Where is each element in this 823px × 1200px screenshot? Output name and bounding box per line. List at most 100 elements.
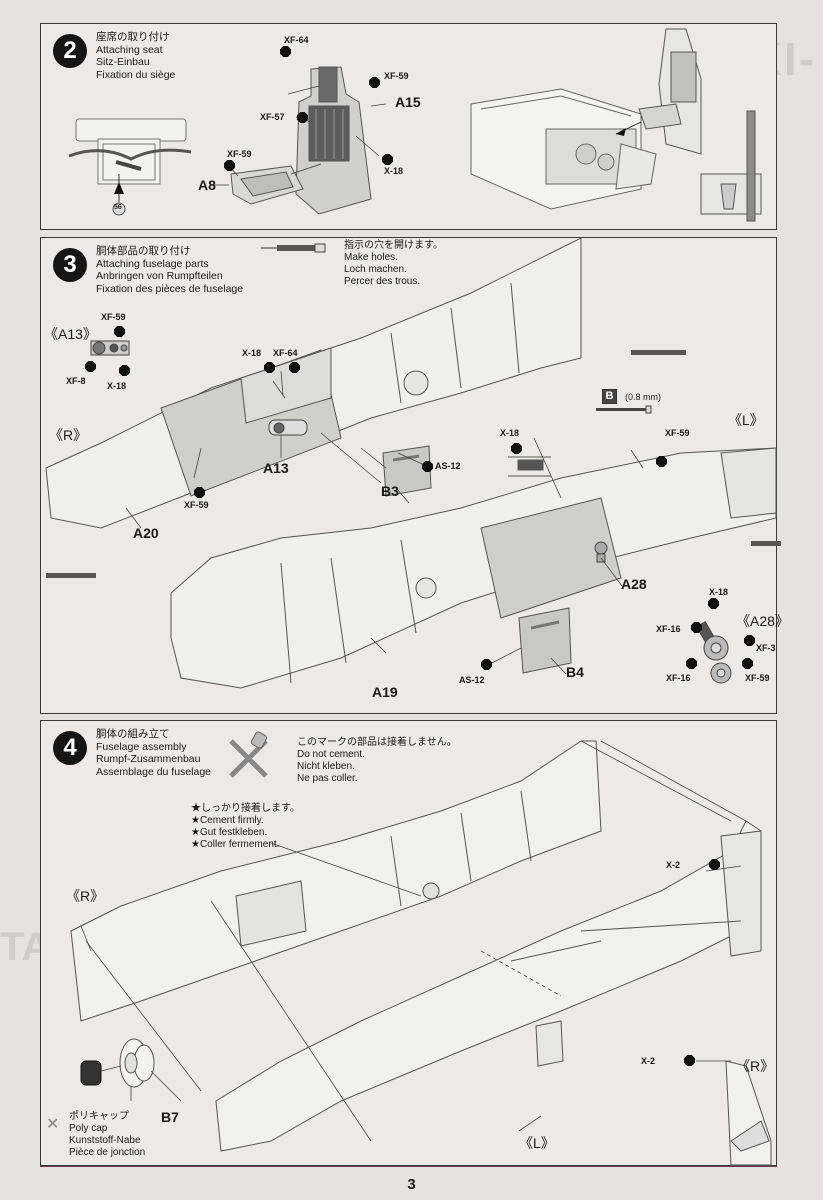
- fuselage-right-half: [46, 238, 581, 528]
- paint-label: AS-12: [459, 675, 485, 685]
- paint-dot-icon: [709, 859, 720, 870]
- step-4-panel: 4 胴体の組み立て Fuselage assembly Rumpf-Zusamm…: [40, 720, 777, 1166]
- note-jp: 指示の穴を開けます。: [344, 240, 443, 251]
- drill-bit-icon: [261, 244, 325, 252]
- paint-dot-icon: [194, 487, 205, 498]
- seat-pan-part: [231, 166, 303, 204]
- note-de: ★Gut festkleben.: [191, 827, 268, 838]
- fuselage-left-half: [171, 448, 776, 688]
- paint-dot-icon: [369, 77, 380, 88]
- paint-dot-icon: [684, 1055, 695, 1066]
- paint-dot-icon: [224, 160, 235, 171]
- no-cement-icon: [231, 731, 268, 776]
- title-jp: 胴体部品の取り付け: [96, 245, 191, 257]
- paint-dot-icon: [280, 46, 291, 57]
- fuselage-assembly-diagram: [41, 721, 776, 1165]
- title-en: Attaching fuselage parts: [96, 257, 209, 270]
- fuselage-parts-diagram: [41, 238, 781, 713]
- part-label: A19: [372, 684, 398, 700]
- seat-back-part: [296, 67, 371, 214]
- detail-label-a13: 《A13》: [44, 326, 97, 342]
- note-en: ★Cement firmly.: [191, 815, 264, 826]
- decal-ref: 56: [114, 204, 122, 211]
- paint-label: XF-57: [260, 112, 285, 122]
- a13-part: [269, 420, 307, 435]
- drill-bit-icon: [46, 350, 781, 578]
- title-de: Rumpf-Zusammenbau: [96, 753, 201, 765]
- poly-cap-part: [81, 1061, 101, 1085]
- paint-dot-icon: [708, 598, 719, 609]
- a28-part: [595, 542, 607, 562]
- part-label: A20: [133, 525, 159, 541]
- paint-label: XF-8: [66, 376, 86, 386]
- drill-note: 指示の穴を開けます。 Make holes. Loch machen. Perc…: [344, 240, 443, 288]
- paint-dot-icon: [114, 326, 125, 337]
- page-footer-rule: [40, 1166, 777, 1167]
- paint-label: X-2: [641, 1056, 656, 1066]
- seat-installed: [639, 29, 701, 154]
- drill-size-badge: B: [602, 389, 617, 404]
- fuselage-right-half: [71, 741, 601, 1021]
- paint-label: XF-59: [101, 312, 126, 322]
- paint-label: XF-64: [284, 35, 309, 45]
- b7-part: [120, 1039, 154, 1087]
- step-title: 胴体の組み立て Fuselage assembly Rumpf-Zusammen…: [96, 728, 211, 778]
- side-label-left: 《L》: [728, 412, 764, 428]
- title-jp: 座席の取り付け: [96, 31, 170, 43]
- paint-label: X-18: [709, 587, 729, 597]
- no-cement-note: このマークの部品は接着しません。 Do not cement. Nicht kl…: [297, 737, 457, 785]
- paint-label: XF-59: [184, 500, 209, 510]
- note-jp: ポリキャップ: [69, 1111, 129, 1122]
- paint-dot-icon: [85, 361, 96, 372]
- paint-dot-icon: [382, 154, 393, 165]
- paint-dot-icon: [656, 456, 667, 467]
- a28-detail-part: [697, 622, 731, 683]
- paint-dot-icon: [422, 461, 433, 472]
- step-number-badge: 4: [53, 731, 87, 765]
- step-title: 座席の取り付け Attaching seat Sitz-Einbau Fixat…: [96, 31, 175, 81]
- side-label-right-detail: 《R》: [736, 1058, 775, 1074]
- title-en: Fuselage assembly: [96, 740, 187, 753]
- side-label-left: 《L》: [519, 1135, 555, 1151]
- step-title: 胴体部品の取り付け Attaching fuselage parts Anbri…: [96, 245, 243, 295]
- arrow-up-icon: [114, 174, 124, 202]
- paint-label: X-18: [384, 166, 404, 176]
- step-number-badge: 3: [53, 248, 87, 282]
- part-label: A15: [395, 94, 421, 110]
- part-label: A8: [198, 177, 216, 193]
- note-en: Poly cap: [69, 1123, 108, 1134]
- title-fr: Fixation du siège: [96, 68, 176, 81]
- paint-label: AS-12: [435, 461, 461, 471]
- cockpit-front-view: [69, 119, 191, 184]
- paint-label: XF-59: [745, 673, 770, 683]
- paint-dot-icon: [481, 659, 492, 670]
- decal-ref-circle: [113, 203, 125, 215]
- title-en: Attaching seat: [96, 43, 163, 56]
- note-en: Do not cement.: [297, 749, 365, 760]
- rudder-pedal-detail: [701, 111, 761, 221]
- step-3-panel: 3 胴体部品の取り付け Attaching fuselage parts Anb…: [40, 237, 789, 714]
- paint-dot-icon: [289, 362, 300, 373]
- paint-dot-icon: [264, 362, 275, 373]
- poly-cap-note: ポリキャップ Poly cap Kunststoff-Nabe Pièce de…: [69, 1111, 145, 1159]
- paint-label: X-18: [242, 348, 262, 358]
- paint-label: XF-16: [656, 624, 681, 634]
- part-label: A28: [621, 576, 647, 592]
- note-fr: Percer des trous.: [344, 276, 421, 287]
- paint-dot-icon: [691, 622, 702, 633]
- paint-dot-icon: [686, 658, 697, 669]
- side-label-right: 《R》: [66, 888, 105, 904]
- paint-label: XF-64: [273, 348, 298, 358]
- step-2-panel: 2 座席の取り付け Attaching seat Sitz-Einbau Fix…: [40, 23, 777, 230]
- hatch-b4: [519, 608, 571, 673]
- paint-label: XF-59: [227, 149, 252, 159]
- paint-dot-icon: [297, 112, 308, 123]
- drill-size-label: (0.8 mm): [625, 392, 661, 402]
- note-en: Make holes.: [344, 252, 398, 263]
- hatch-b3: [383, 446, 431, 496]
- paint-label: X-18: [500, 428, 520, 438]
- paint-dot-icon: [742, 658, 753, 669]
- paint-label: XF-16: [666, 673, 691, 683]
- note-de: Loch machen.: [344, 264, 407, 275]
- x18-detail-part: [508, 457, 551, 476]
